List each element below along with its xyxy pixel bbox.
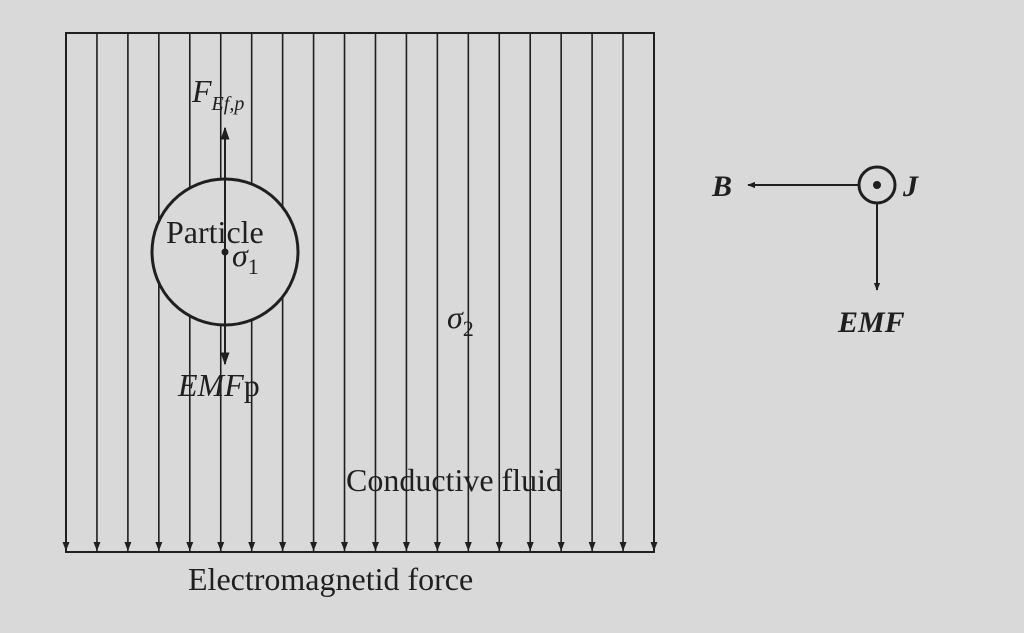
- force-caption: Electromagnetid force: [188, 561, 473, 597]
- fluid-label: Conductive fluid: [346, 462, 562, 498]
- field-line-arrowhead: [557, 542, 565, 551]
- field-line-arrowhead: [402, 542, 410, 551]
- field-line-arrowhead: [279, 542, 287, 551]
- field-line-arrowhead: [650, 542, 658, 551]
- field-line-arrowhead: [62, 542, 70, 551]
- field-line-arrowhead: [217, 542, 225, 551]
- field-line-arrowhead: [495, 542, 503, 551]
- emf-label: EMF: [837, 306, 905, 339]
- field-line-arrowhead: [186, 542, 194, 551]
- field-line-arrowhead: [124, 542, 132, 551]
- field-line-arrowhead: [310, 542, 318, 551]
- field-line-arrowhead: [93, 542, 101, 551]
- field-line-arrowhead: [588, 542, 596, 551]
- field-line-arrowhead: [155, 542, 163, 551]
- field-line-arrowhead: [619, 542, 627, 551]
- force-label: FEf,p: [191, 73, 244, 115]
- legend-vectors: B J EMF: [711, 165, 919, 339]
- sigma1-label: σ1: [232, 237, 259, 279]
- sigma2-label: σ2: [447, 299, 474, 341]
- j-out-of-page-dot: [873, 181, 881, 189]
- field-line-arrowhead: [248, 542, 256, 551]
- particle-label: Particle: [166, 214, 264, 250]
- emfp-label: EMFp: [177, 367, 260, 403]
- b-label: B: [711, 170, 732, 203]
- field-line-arrowhead: [526, 542, 534, 551]
- field-line-arrowhead: [433, 542, 441, 551]
- field-line-arrowhead: [341, 542, 349, 551]
- j-label: J: [902, 170, 919, 203]
- field-line-arrowhead: [371, 542, 379, 551]
- field-line-arrowhead: [464, 542, 472, 551]
